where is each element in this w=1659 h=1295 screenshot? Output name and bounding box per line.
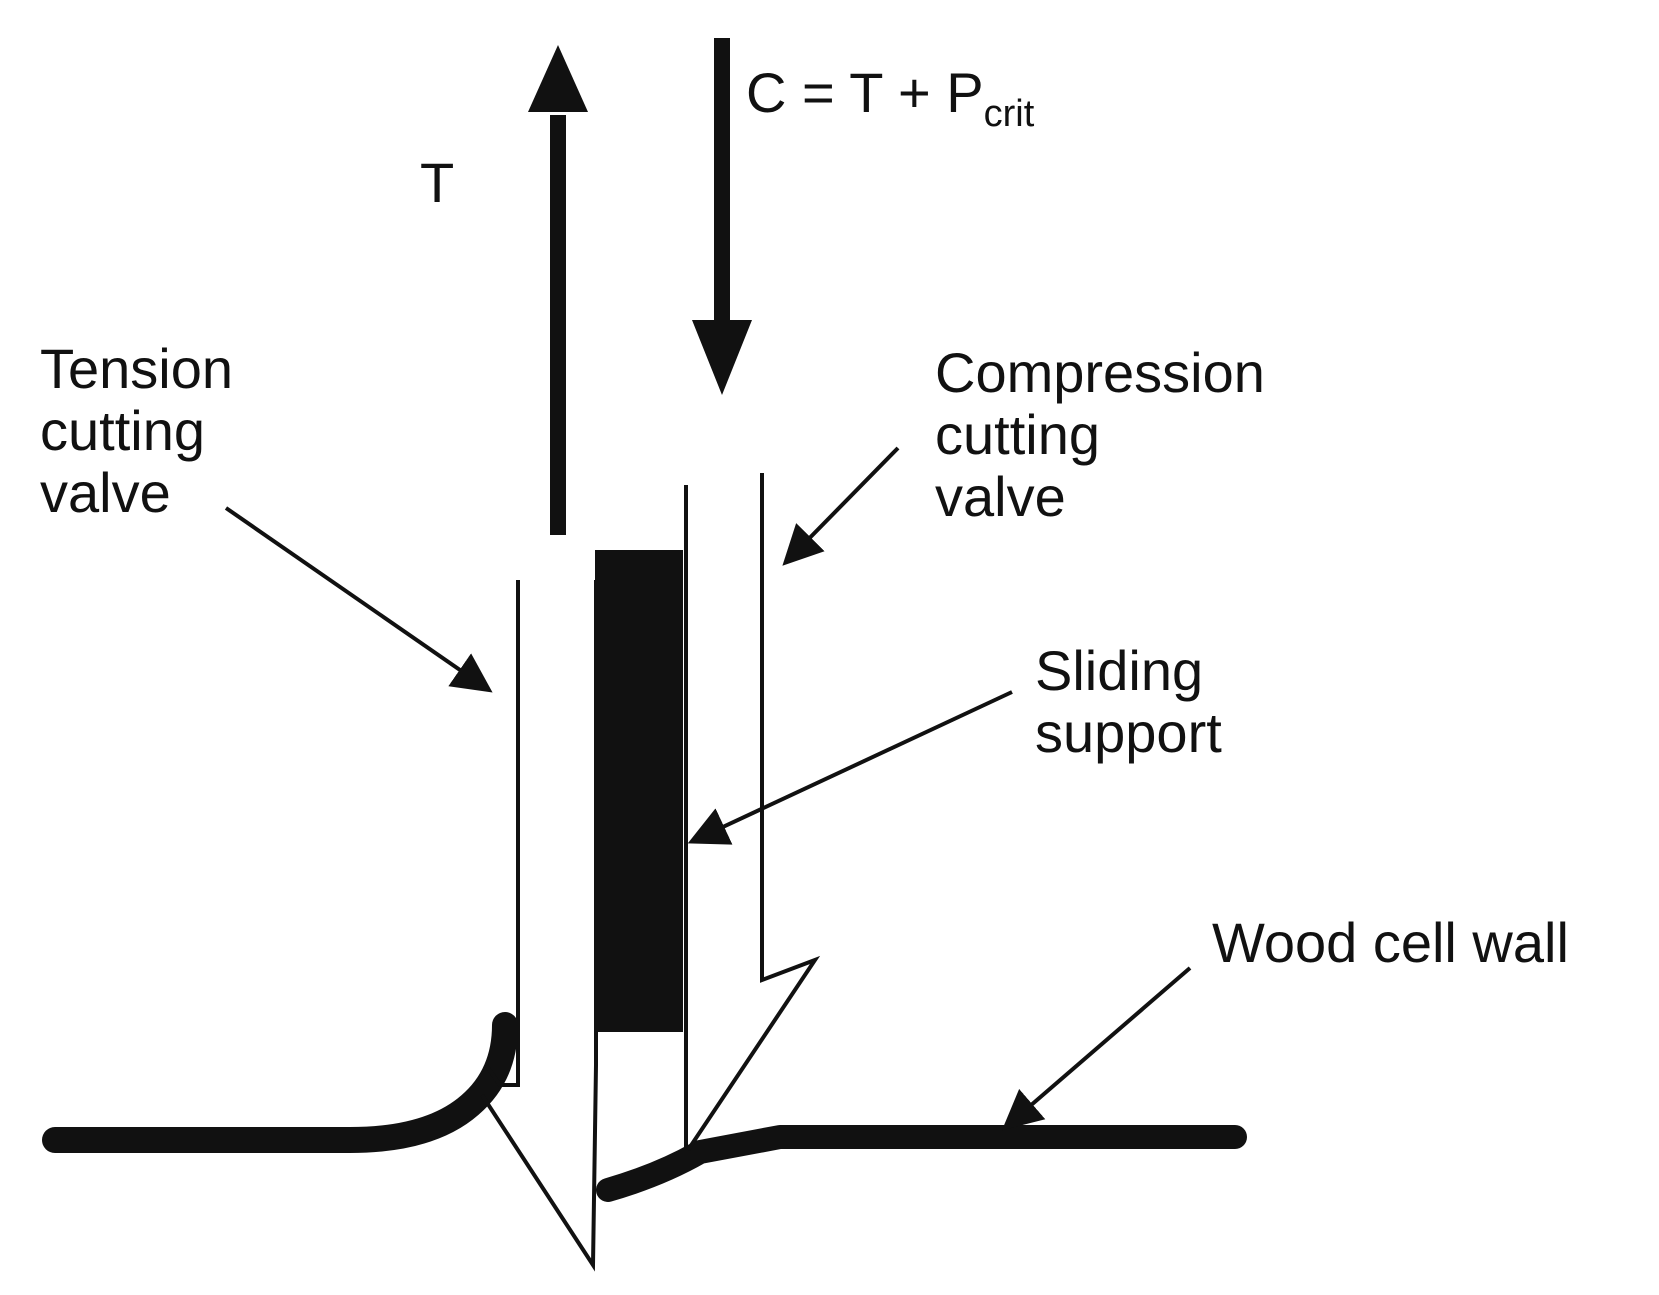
- compression-valve-leader: [782, 446, 900, 566]
- tension-force-label: T: [420, 151, 454, 214]
- tension-valve-label-line1: Tension: [40, 337, 233, 400]
- tension-cutting-valve: [480, 580, 598, 1272]
- compression-valve-label-line1: Compression: [935, 341, 1265, 404]
- wood-cell-wall-label: Wood cell wall: [1212, 911, 1569, 974]
- compression-force-label: C = T + Pcrit: [746, 61, 1035, 135]
- tension-valve-label-line3: valve: [40, 461, 171, 524]
- compression-valve-label-line2: cutting: [935, 403, 1100, 466]
- wood-cell-wall-leader: [1001, 966, 1192, 1131]
- tension-valve-leader: [224, 506, 493, 693]
- tension-force-arrow: [528, 45, 588, 535]
- compression-force-subscript: crit: [984, 93, 1035, 135]
- compression-force-main: C = T + P: [746, 61, 984, 124]
- compression-cutting-valve: [684, 473, 821, 1152]
- sliding-support-leader: [687, 690, 1013, 845]
- wood-cell-wall: [42, 1012, 1247, 1202]
- compression-force-arrow: [692, 38, 752, 395]
- sliding-support: [595, 550, 683, 1032]
- tension-valve-label-line2: cutting: [40, 399, 205, 462]
- sliding-support-label-line1: Sliding: [1035, 639, 1203, 702]
- sliding-support-label-line2: support: [1035, 701, 1222, 764]
- compression-valve-label-line3: valve: [935, 465, 1066, 528]
